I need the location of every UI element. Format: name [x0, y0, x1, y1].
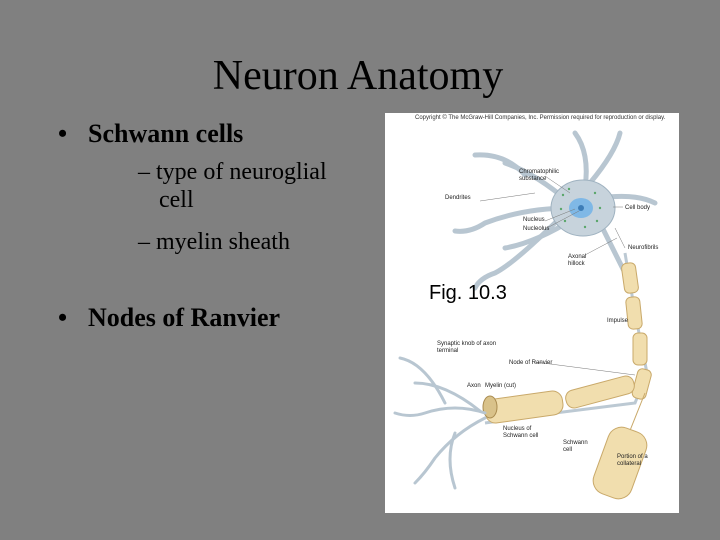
nucleolus: [578, 205, 584, 211]
collateral-myelin: [592, 426, 648, 500]
sub-bullet-myelin: – myelin sheath: [138, 229, 290, 255]
sub-bullet-neuroglial: – type of neuroglial cell: [138, 158, 398, 214]
myelin-cut-end: [482, 395, 498, 419]
myelin-sheath: [484, 262, 652, 424]
bullet-text: Nodes of Ranvier: [88, 303, 281, 332]
label-axon: Axon: [467, 383, 481, 389]
bullet-glyph: •: [58, 119, 68, 148]
label-schwann-cell: Schwann cell: [563, 440, 588, 453]
figure-caption: Fig. 10.3: [429, 282, 507, 304]
label-myelin-cut: Myelin (cut): [485, 383, 517, 389]
sub-bullet-text: – type of neuroglial: [138, 159, 327, 185]
label-nucleolus: Nucleolus: [523, 226, 550, 232]
bullet-list: • Schwann cells – type of neuroglial cell…: [58, 118, 358, 332]
bullet-item-schwann-cells: • Schwann cells: [58, 118, 358, 150]
bullet-glyph: •: [58, 303, 68, 332]
figure-copyright: Copyright © The McGraw-Hill Companies, I…: [415, 115, 666, 121]
label-synaptic-knob: Synaptic knob of axon terminal: [437, 341, 497, 354]
bullet-item-nodes-of-ranvier: • Nodes of Ranvier: [58, 302, 280, 334]
neuron-illustration: [393, 130, 658, 500]
label-nucleus-schwann: Nucleus of Schwann cell: [503, 426, 539, 439]
label-neurofibrils: Neurofibrils: [628, 245, 659, 251]
label-dendrites: Dendrites: [445, 195, 471, 201]
label-cell-body: Cell body: [625, 205, 651, 211]
label-collateral: Portion of a collateral: [617, 454, 648, 467]
label-node-of-ranvier: Node of Ranvier: [509, 360, 553, 366]
axon-terminals: [393, 356, 487, 490]
sub-bullet-text-cont: cell: [159, 187, 194, 213]
label-impulse: Impulse: [607, 318, 629, 324]
bullet-text: Schwann cells: [88, 119, 244, 148]
label-leaders: [479, 175, 636, 376]
label-axonal-hillock: Axonal hillock: [568, 254, 587, 267]
neuron-figure: Copyright © The McGraw-Hill Companies, I…: [385, 113, 679, 513]
slide-title: Neuron Anatomy: [212, 53, 504, 99]
chromatophilic-dots: [559, 187, 602, 229]
label-nucleus: Nucleus: [523, 217, 545, 223]
label-chromatophilic: Chromatophilic substance: [519, 169, 560, 182]
